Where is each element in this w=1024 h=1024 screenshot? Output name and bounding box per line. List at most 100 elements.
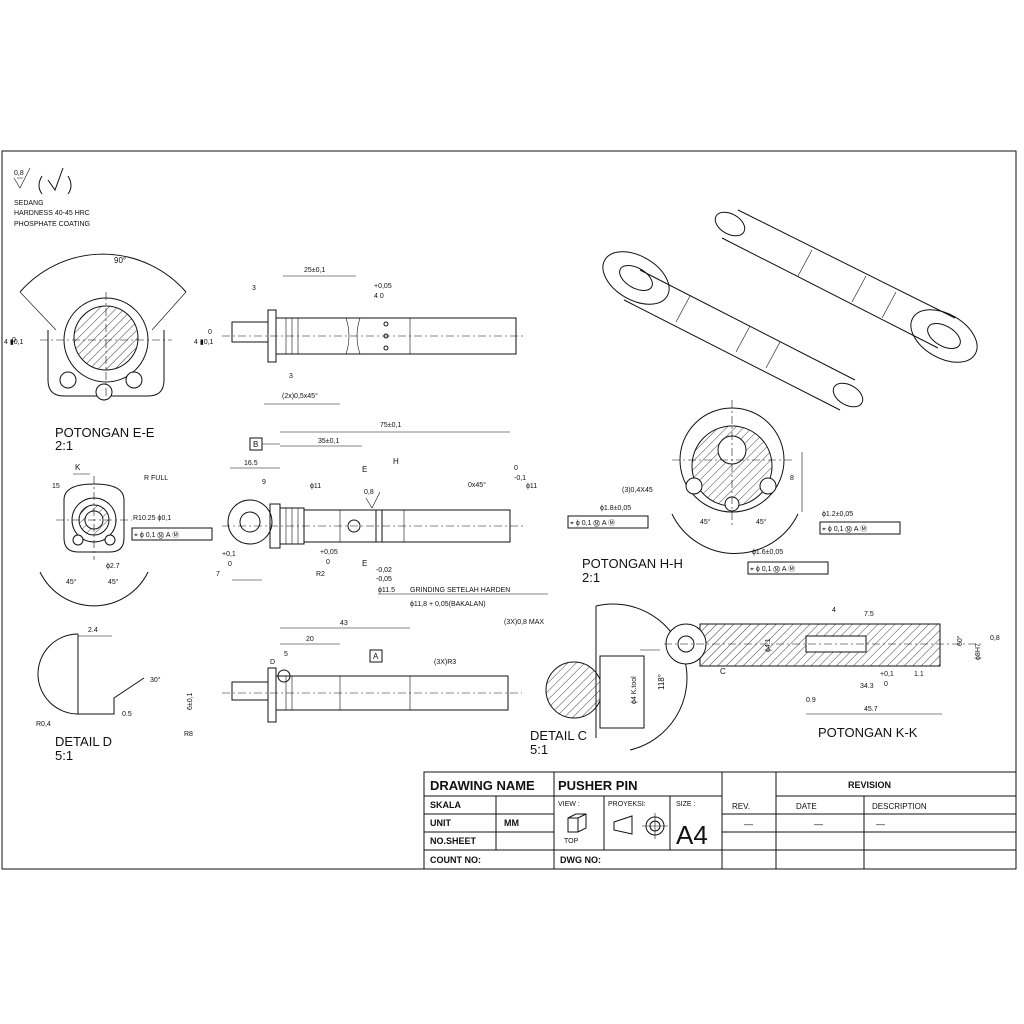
svg-text:7: 7 <box>216 571 220 578</box>
section-k-k: 4 7.5 ϕ4.1 C +0,1 0 1.1 34.3 0.9 45.7 60… <box>664 607 1000 740</box>
svg-text:C: C <box>720 667 726 676</box>
svg-text:0: 0 <box>228 561 232 568</box>
svg-text:9: 9 <box>262 479 266 486</box>
detail-c: (3X)0,8 MAX 118° ϕ4 K.tool DETAIL C 5:1 <box>504 603 688 757</box>
general-notes: 0,8 SEDANG HARDNESS 40-45 HRC PHOSPHATE … <box>13 167 90 228</box>
svg-text:0: 0 <box>208 329 212 336</box>
svg-text:3: 3 <box>252 285 256 292</box>
shaft-main-view: B 75±0,1 35±0,1 16.5 9 ϕ11 E H 0,8 0x45°… <box>216 422 548 608</box>
shaft-bottom-view: 43 20 5 D A (3X)R3 R8 6±0,1 <box>184 620 522 738</box>
svg-text:—: — <box>744 819 753 829</box>
svg-text:(3X)0,8 MAX: (3X)0,8 MAX <box>504 619 544 626</box>
svg-text:0,8: 0,8 <box>990 635 1000 642</box>
shaft-top-view: 25±0,1 3 +0,05 4 0 3 (2x)0,5x45° <box>222 267 526 405</box>
cube-icon <box>567 813 587 833</box>
svg-text:118°: 118° <box>657 674 666 690</box>
projection-symbol-icon <box>613 813 668 839</box>
end-view-k: K R FULL 15 R10.25 ϕ0,1 ⌖ ϕ 0,1 Ⓜ A Ⓜ ϕ2… <box>39 463 213 607</box>
title-block: DRAWING NAME PUSHER PIN SKALA UNIT MM NO… <box>423 771 1017 870</box>
svg-text:4 ▮0,1: 4 ▮0,1 <box>194 339 214 346</box>
svg-text:DRAWING NAME: DRAWING NAME <box>430 778 535 793</box>
svg-text:REVISION: REVISION <box>848 780 891 790</box>
svg-text:D: D <box>270 659 275 666</box>
svg-text:MM: MM <box>504 818 519 828</box>
svg-text:0,8: 0,8 <box>364 489 374 496</box>
svg-text:ϕ11: ϕ11 <box>310 483 321 490</box>
svg-text:R FULL: R FULL <box>144 475 168 482</box>
svg-text:ϕ1.8±0,05: ϕ1.8±0,05 <box>600 505 631 512</box>
svg-text:-0,1: -0,1 <box>514 475 526 482</box>
svg-text:0: 0 <box>12 337 16 344</box>
svg-text:30°: 30° <box>150 676 161 684</box>
svg-text:R10.25 ϕ0,1: R10.25 ϕ0,1 <box>133 515 171 522</box>
svg-text:43: 43 <box>340 620 348 627</box>
svg-text:45°: 45° <box>108 578 119 586</box>
svg-text:0: 0 <box>514 465 518 472</box>
svg-text:(3X)R3: (3X)R3 <box>434 659 456 666</box>
svg-text:ϕ8H7: ϕ8H7 <box>975 643 982 660</box>
svg-text:2.4: 2.4 <box>88 627 98 634</box>
svg-text:4: 4 <box>832 607 836 614</box>
svg-text:A: A <box>373 652 379 661</box>
svg-text:K: K <box>75 463 81 472</box>
svg-text:0,8: 0,8 <box>14 170 24 177</box>
svg-text:R2: R2 <box>316 571 325 578</box>
svg-text:—: — <box>814 819 823 829</box>
svg-text:+0,1: +0,1 <box>222 551 236 558</box>
svg-text:SEDANG: SEDANG <box>14 200 44 207</box>
svg-text:DATE: DATE <box>796 802 817 811</box>
svg-text:0x45°: 0x45° <box>468 481 486 489</box>
svg-text:R0,4: R0,4 <box>36 721 51 728</box>
svg-text:DWG NO:: DWG NO: <box>560 855 601 865</box>
svg-text:PHOSPHATE COATING: PHOSPHATE COATING <box>14 221 90 228</box>
svg-text:+0,05: +0,05 <box>374 283 392 290</box>
svg-text:COUNT NO:: COUNT NO: <box>430 855 481 865</box>
svg-text:2:1: 2:1 <box>582 570 600 585</box>
svg-text:R8: R8 <box>184 731 193 738</box>
svg-text:DESCRIPTION: DESCRIPTION <box>872 802 927 811</box>
svg-text:ϕ4 K.tool: ϕ4 K.tool <box>631 676 638 704</box>
svg-text:SIZE :: SIZE : <box>676 801 696 808</box>
svg-text:4 0: 4 0 <box>374 293 384 300</box>
svg-text:⌖ ϕ 0,1 Ⓜ A Ⓜ: ⌖ ϕ 0,1 Ⓜ A Ⓜ <box>750 565 795 573</box>
svg-text:SKALA: SKALA <box>430 800 461 810</box>
svg-text:⌖ ϕ 0,1 Ⓜ A Ⓜ: ⌖ ϕ 0,1 Ⓜ A Ⓜ <box>134 531 179 539</box>
svg-text:POTONGAN E-E: POTONGAN E-E <box>55 425 155 440</box>
svg-text:ϕ11,8 + 0,05(BAKALAN): ϕ11,8 + 0,05(BAKALAN) <box>410 601 486 608</box>
svg-text:25±0,1: 25±0,1 <box>304 267 325 274</box>
section-h-h: 8 (3)0,4X45 ϕ1.8±0,05 ⌖ ϕ 0,1 Ⓜ A Ⓜ 45° … <box>567 400 901 585</box>
svg-text:45°: 45° <box>756 518 767 526</box>
svg-text:B: B <box>253 440 258 449</box>
svg-text:PROYEKSI:: PROYEKSI: <box>608 801 646 808</box>
svg-text:ϕ1.2±0,05: ϕ1.2±0,05 <box>822 511 853 518</box>
svg-text:ϕ2.7: ϕ2.7 <box>106 563 120 570</box>
svg-text:0: 0 <box>326 559 330 566</box>
svg-text:0.9: 0.9 <box>806 697 816 704</box>
svg-text:90°: 90° <box>114 256 126 265</box>
svg-text:TOP: TOP <box>564 838 579 845</box>
svg-text:-0,02: -0,02 <box>376 567 392 574</box>
svg-text:+0,05: +0,05 <box>320 549 338 556</box>
svg-text:VIEW :: VIEW : <box>558 801 580 808</box>
svg-text:45°: 45° <box>66 578 77 586</box>
svg-text:5: 5 <box>284 651 288 658</box>
svg-text:35±0,1: 35±0,1 <box>318 438 339 445</box>
svg-text:20: 20 <box>306 636 314 643</box>
svg-text:ϕ1.6±0,05: ϕ1.6±0,05 <box>752 549 783 556</box>
svg-text:6±0,1: 6±0,1 <box>187 692 194 710</box>
svg-text:16.5: 16.5 <box>244 460 258 467</box>
svg-text:0.5: 0.5 <box>122 711 132 718</box>
svg-text:DETAIL C: DETAIL C <box>530 728 587 743</box>
svg-text:GRINDING SETELAH HARDEN: GRINDING SETELAH HARDEN <box>410 587 510 594</box>
svg-text:A4: A4 <box>676 820 708 850</box>
svg-text:-0,05: -0,05 <box>376 576 392 583</box>
svg-text:⌖ ϕ 0,1 Ⓜ A Ⓜ: ⌖ ϕ 0,1 Ⓜ A Ⓜ <box>822 525 867 533</box>
svg-text:5:1: 5:1 <box>530 742 548 757</box>
svg-text:REV.: REV. <box>732 802 750 811</box>
svg-text:(3)0,4X45: (3)0,4X45 <box>622 487 653 494</box>
svg-text:2:1: 2:1 <box>55 438 73 453</box>
svg-text:8: 8 <box>790 475 794 482</box>
svg-text:POTONGAN K-K: POTONGAN K-K <box>818 725 918 740</box>
isometric-view-left <box>602 251 864 411</box>
svg-text:NO.SHEET: NO.SHEET <box>430 836 477 846</box>
